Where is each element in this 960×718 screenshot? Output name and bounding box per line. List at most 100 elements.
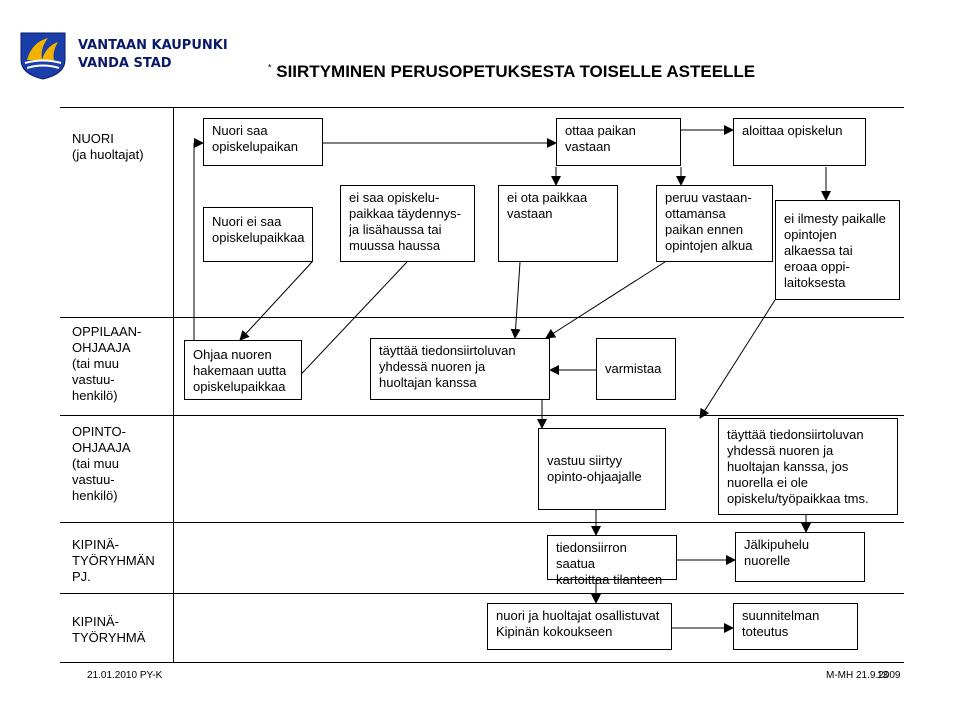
- box-peruu: peruu vastaan- ottamansa paikan ennen op…: [656, 185, 773, 262]
- box-line: ei ota paikkaa: [507, 190, 588, 205]
- title-text: SIIRTYMINEN PERUSOPETUKSESTA TOISELLE AS…: [276, 62, 756, 81]
- box-line: ei ilmesty paikalle: [784, 211, 886, 226]
- box-line: toteutus: [742, 624, 789, 639]
- box-line: peruu vastaan-: [665, 190, 752, 205]
- box-line: hakemaan uutta: [193, 363, 287, 378]
- box-line: huoltajan kanssa, jos: [727, 459, 849, 474]
- box-ohjaa: Ohjaa nuoren hakemaan uutta opiskelupaik…: [184, 340, 302, 400]
- box-line: suunnitelman: [742, 608, 820, 623]
- box-aloittaa: aloittaa opiskelun: [733, 118, 866, 166]
- org-name-line1: VANTAAN KAUPUNKI: [78, 38, 228, 53]
- title-asterisk: *: [268, 62, 272, 73]
- label-column-divider: [173, 107, 174, 662]
- box-line: laitoksesta: [784, 275, 846, 290]
- box-line: ottaa paikan: [565, 123, 636, 138]
- box-line: paikan ennen: [665, 222, 744, 237]
- lane-label-line: henkilö): [72, 388, 118, 403]
- box-line: Jälkipuhelu: [744, 537, 810, 552]
- lane-divider: [60, 317, 904, 318]
- box-line: eroaa oppi-: [784, 259, 850, 274]
- lane-label-line: henkilö): [72, 488, 118, 503]
- box-ottaa-paikan: ottaa paikan vastaan: [556, 118, 681, 166]
- coat-of-arms-icon: [20, 32, 66, 80]
- lane-label-line: PJ.: [72, 569, 91, 584]
- box-line: varmistaa: [605, 361, 662, 376]
- lane-label-line: KIPINÄ-: [72, 537, 119, 552]
- lane-divider: [60, 593, 904, 594]
- box-line: opintojen: [784, 227, 837, 242]
- box-tayttaa-1: täyttää tiedonsiirtoluvan yhdessä nuoren…: [370, 338, 550, 400]
- lane-label-oppilaanohjaaja: OPPILAAN- OHJAAJA (tai muu vastuu- henki…: [72, 324, 141, 404]
- lane-divider: [60, 415, 904, 416]
- box-line: nuori ja huoltajat osallistuvat: [496, 608, 660, 623]
- lane-label-line: OPPILAAN-: [72, 324, 142, 339]
- box-ei-ota: ei ota paikkaa vastaan: [498, 185, 618, 262]
- lane-divider: [60, 107, 904, 108]
- box-line: Nuori ei saa: [212, 214, 282, 229]
- lane-divider: [60, 522, 904, 523]
- box-line: Kipinän kokoukseen: [496, 624, 613, 639]
- box-jalkipuhelu: Jälkipuhelu nuorelle: [735, 532, 865, 582]
- lane-label-line: KIPINÄ-: [72, 614, 119, 629]
- box-line: yhdessä nuoren ja: [379, 359, 486, 374]
- lane-label-line: OHJAAJA: [72, 340, 131, 355]
- footer-left: 21.01.2010 PY-K: [87, 670, 163, 681]
- box-nuori-saa: Nuori saa opiskelupaikan: [203, 118, 323, 166]
- box-line: aloittaa opiskelun: [742, 123, 843, 138]
- box-line: muussa haussa: [349, 238, 441, 253]
- lane-label-opintoohjaaja: OPINTO- OHJAAJA (tai muu vastuu- henkilö…: [72, 424, 131, 504]
- lane-label-line: vastuu-: [72, 472, 115, 487]
- lane-label-line: (tai muu: [72, 456, 119, 471]
- box-suunnitelman: suunnitelman toteutus: [733, 603, 858, 650]
- box-line: opiskelupaikkaa: [212, 230, 305, 245]
- page-number: 13: [877, 670, 889, 681]
- lane-label-line: OPINTO-: [72, 424, 126, 439]
- box-line: vastaan: [565, 139, 611, 154]
- page-title: * SIIRTYMINEN PERUSOPETUKSESTA TOISELLE …: [268, 62, 755, 82]
- arrow-ei-saa-to-tayttaa: [289, 261, 408, 387]
- box-line: opiskelu/työpaikkaa tms.: [727, 491, 869, 506]
- box-line: nuorelle: [744, 553, 791, 568]
- box-line: opiskelupaikkaa: [193, 379, 286, 394]
- box-line: paikkaa täydennys-: [349, 206, 462, 221]
- box-line: nuorella ei ole: [727, 475, 808, 490]
- box-line: huoltajan kanssa: [379, 375, 477, 390]
- arrow-ei-ilmesty-to-tayttaa2: [699, 299, 776, 419]
- lane-label-kipina-pj: KIPINÄ- TYÖRYHMÄN PJ.: [72, 537, 155, 585]
- lane-label-line: (tai muu: [72, 356, 119, 371]
- box-tiedonsiirron: tiedonsiirron saatua kartoittaa tilantee…: [547, 535, 677, 587]
- box-line: kartoittaa tilanteen: [556, 572, 663, 587]
- box-tayttaa-2: täyttää tiedonsiirtoluvan yhdessä nuoren…: [718, 418, 898, 515]
- org-name: VANTAAN KAUPUNKI VANDA STAD: [78, 37, 228, 73]
- box-line: tiedonsiirron saatua: [556, 540, 627, 571]
- arrow-ei-ota-to-tayttaa: [510, 261, 521, 339]
- box-varmistaa: varmistaa: [596, 338, 676, 400]
- box-line: ei saa opiskelu-: [349, 190, 440, 205]
- lane-label-kipina: KIPINÄ- TYÖRYHMÄ: [72, 614, 145, 646]
- box-line: vastaan: [507, 206, 553, 221]
- box-vastuu-siirtyy: vastuu siirtyy opinto-ohjaajalle: [538, 428, 666, 510]
- box-line: opinto-ohjaajalle: [547, 469, 642, 484]
- arrow-nuori-ei-saa-to-ohjaa: [239, 261, 313, 341]
- box-line: täyttää tiedonsiirtoluvan: [379, 343, 516, 358]
- box-line: yhdessä nuoren ja: [727, 443, 834, 458]
- box-line: opiskelupaikan: [212, 139, 299, 154]
- org-name-line2: VANDA STAD: [78, 56, 172, 71]
- box-ei-ilmesty: ei ilmesty paikalle opintojen alkaessa t…: [775, 200, 900, 300]
- lane-label-line: OHJAAJA: [72, 440, 131, 455]
- city-logo: [18, 30, 68, 80]
- lane-label-line: NUORI: [72, 131, 114, 146]
- box-line: vastuu siirtyy: [547, 453, 623, 468]
- lane-label-line: vastuu-: [72, 372, 115, 387]
- lane-label-line: TYÖRYHMÄ: [72, 630, 146, 645]
- box-line: alkaessa tai: [784, 243, 853, 258]
- box-line: ottamansa: [665, 206, 726, 221]
- box-line: täyttää tiedonsiirtoluvan: [727, 427, 864, 442]
- arrow-peruu-to-tayttaa: [545, 261, 666, 339]
- lane-label-nuori: NUORI (ja huoltajat): [72, 131, 144, 163]
- lane-label-line: (ja huoltajat): [72, 147, 144, 162]
- lane-divider: [60, 662, 904, 663]
- box-nuori-ei-saa: Nuori ei saa opiskelupaikkaa: [203, 207, 313, 262]
- box-line: ja lisähaussa tai: [349, 222, 442, 237]
